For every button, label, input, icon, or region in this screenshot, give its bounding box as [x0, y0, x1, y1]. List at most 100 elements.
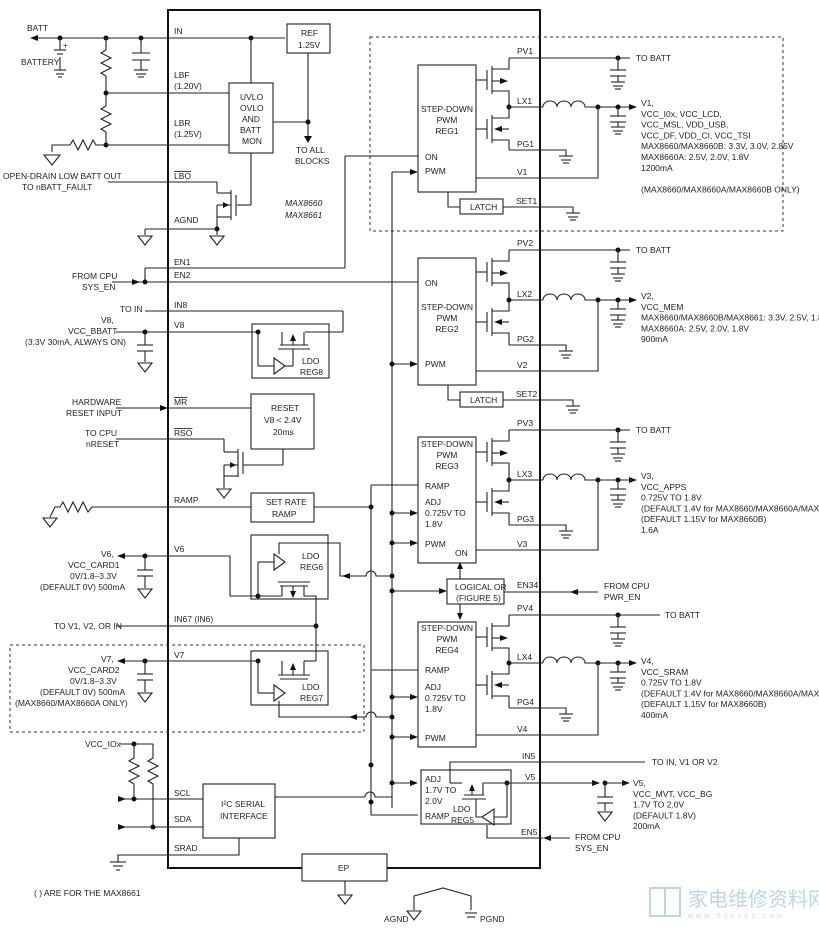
- svg-text:0.725V TO: 0.725V TO: [425, 508, 466, 518]
- svg-text:RAMP: RAMP: [425, 811, 450, 821]
- svg-text:VCC_MSL, VDD_USB,: VCC_MSL, VDD_USB,: [641, 120, 728, 130]
- pin-in: IN: [174, 26, 183, 36]
- pwr-en-label: FROM CPU: [604, 581, 649, 591]
- svg-text:TO nBATT_FAULT: TO nBATT_FAULT: [22, 182, 92, 192]
- ldo7-option-region: [9, 644, 365, 733]
- reg3-pwm-pin: PWM: [425, 539, 446, 549]
- svg-text:VCC_SRAM: VCC_SRAM: [641, 667, 688, 677]
- v6-output-label: V6,: [101, 549, 114, 559]
- pin-srad: SRAD: [174, 843, 198, 853]
- svg-text:V3,: V3,: [641, 471, 654, 481]
- v7-output-label: V7,: [101, 654, 114, 664]
- svg-text:1.25V: 1.25V: [298, 40, 321, 50]
- svg-text:(DEFAULT 1.4V for MAX8660/MAX8: (DEFAULT 1.4V for MAX8660/MAX8660A/MAX86…: [641, 688, 819, 698]
- vcc-io-label: VCC_IOx: [85, 739, 122, 749]
- ldo6-section: LDO REG6: [117, 534, 392, 629]
- svg-text:LDO: LDO: [302, 682, 320, 692]
- svg-text:SYS_EN: SYS_EN: [82, 282, 116, 292]
- pin-ramp: RAMP: [174, 495, 199, 505]
- svg-text:MAX8660/MAX8660B: 3.3V, 3.0V,: MAX8660/MAX8660B: 3.3V, 3.0V, 2.85V: [641, 141, 794, 151]
- pin-in5: IN5: [522, 751, 536, 761]
- svg-text:PWM: PWM: [437, 313, 458, 323]
- svg-text:BATT: BATT: [240, 125, 261, 135]
- reg4-ramp-pin: RAMP: [425, 665, 450, 675]
- part-number-1: MAX8660: [285, 198, 323, 208]
- svg-text:1.7V TO: 1.7V TO: [425, 785, 457, 795]
- output-labels: V1,VCC_I0x, VCC_LCD,VCC_MSL, VDD_USB,VCC…: [633, 98, 819, 831]
- svg-text:LATCH: LATCH: [470, 395, 497, 405]
- svg-text:(DEFAULT 1.15V for MAX8660B): (DEFAULT 1.15V for MAX8660B): [641, 699, 767, 709]
- pin-lx3: LX3: [517, 469, 532, 479]
- svg-text:MAX8660A: 2.5V, 2.0V, 1.8V: MAX8660A: 2.5V, 2.0V, 1.8V: [641, 323, 749, 333]
- pin-pv4: PV4: [517, 603, 533, 613]
- svg-text:LATCH: LATCH: [470, 202, 497, 212]
- svg-text:V5,: V5,: [633, 778, 646, 788]
- pin-v7: V7: [174, 650, 185, 660]
- reg2-pwm-pin: PWM: [425, 359, 446, 369]
- svg-text:1200mA: 1200mA: [641, 163, 673, 173]
- pin-set1: SET1: [516, 196, 538, 206]
- svg-text:EP: EP: [338, 863, 350, 873]
- ref-block: REF 1.25V TO ALL BLOCKS: [286, 23, 331, 166]
- nreset-label: TO CPU: [85, 428, 117, 438]
- to-all-blocks-label: TO ALL: [296, 145, 325, 155]
- svg-text:MAX8660/MAX8660B/MAX8661: 3.3V: MAX8660/MAX8660B/MAX8661: 3.3V, 2.5V, 1.…: [641, 313, 819, 323]
- svg-text:ADJ: ADJ: [425, 774, 441, 784]
- ldo8-section: LDO REG8: [116, 310, 344, 379]
- svg-text:PWM: PWM: [437, 115, 458, 125]
- svg-text:REG2: REG2: [435, 324, 458, 334]
- svg-text:REG4: REG4: [435, 645, 458, 655]
- svg-text:SET RATE: SET RATE: [266, 497, 307, 507]
- svg-text:INTERFACE: INTERFACE: [220, 811, 268, 821]
- pin-en34: EN34: [517, 580, 539, 590]
- v5-out-label: V5,VCC_MVT, VCC_BG1.7V TO 2.0V(DEFAULT 1…: [633, 778, 712, 831]
- to-batt-label: TO BATT: [636, 425, 671, 435]
- reg2-on-pin: ON: [425, 278, 438, 288]
- svg-text:nRESET: nRESET: [86, 439, 119, 449]
- svg-text:家电维修资料网: 家电维修资料网: [688, 888, 819, 911]
- pin-pg2: PG2: [517, 334, 534, 344]
- svg-text:I²C SERIAL: I²C SERIAL: [221, 799, 265, 809]
- in5-source-label: TO IN, V1 OR V2: [652, 757, 718, 767]
- pin-v6: V6: [174, 544, 185, 554]
- svg-text:0.725V TO 1.8V: 0.725V TO 1.8V: [641, 678, 702, 688]
- svg-text:(3.3V 30mA, ALWAYS ON): (3.3V 30mA, ALWAYS ON): [25, 337, 126, 347]
- svg-text:(DEFAULT 0V) 500mA: (DEFAULT 0V) 500mA: [40, 582, 126, 592]
- svg-text:(FIGURE 5): (FIGURE 5): [456, 593, 501, 603]
- to-in-label: TO IN: [120, 304, 143, 314]
- svg-text:VCC_I0x, VCC_LCD,: VCC_I0x, VCC_LCD,: [641, 109, 722, 119]
- svg-text:0.725V TO 1.8V: 0.725V TO 1.8V: [641, 493, 702, 503]
- svg-text:200mA: 200mA: [633, 821, 660, 831]
- svg-text:1.7V TO 2.0V: 1.7V TO 2.0V: [633, 800, 685, 810]
- svg-text:1.8V: 1.8V: [425, 704, 443, 714]
- pin-v1: V1: [517, 167, 528, 177]
- svg-text:0V/1.8–3.3V: 0V/1.8–3.3V: [70, 571, 117, 581]
- svg-text:BLOCKS: BLOCKS: [295, 156, 330, 166]
- svg-text:0.725V TO: 0.725V TO: [425, 693, 466, 703]
- svg-text:0V/1.8–3.3V: 0V/1.8–3.3V: [70, 676, 117, 686]
- svg-text:(DEFAULT 1.8V): (DEFAULT 1.8V): [633, 810, 696, 820]
- reg1-on-pin: ON: [425, 152, 438, 162]
- svg-text:REG8: REG8: [300, 367, 323, 377]
- pin-lbr-voltage: (1.25V): [174, 129, 202, 139]
- svg-text:V8 < 2.4V: V8 < 2.4V: [264, 415, 302, 425]
- lbo-output-label: OPEN-DRAIN LOW BATT OUT: [3, 171, 122, 181]
- pin-pg4: PG4: [517, 697, 534, 707]
- svg-text:VCC_DF, VDD_CI, VCC_TSI: VCC_DF, VDD_CI, VCC_TSI: [641, 130, 751, 140]
- ramp-section: SET RATE RAMP: [41, 492, 374, 528]
- latch-1: LATCH: [447, 192, 580, 221]
- svg-text:LOGICAL OR: LOGICAL OR: [455, 582, 507, 592]
- reg3-adj-pin: ADJ: [425, 497, 441, 507]
- pin-en5: EN5: [521, 827, 538, 837]
- svg-text:OVLO: OVLO: [240, 103, 264, 113]
- svg-text:REG7: REG7: [300, 693, 323, 703]
- ldo5-section: ADJ 1.7V TO 2.0V RAMP LDO REG5: [420, 761, 645, 841]
- batt-label: BATT: [27, 23, 48, 33]
- to-batt-label: TO BATT: [665, 610, 700, 620]
